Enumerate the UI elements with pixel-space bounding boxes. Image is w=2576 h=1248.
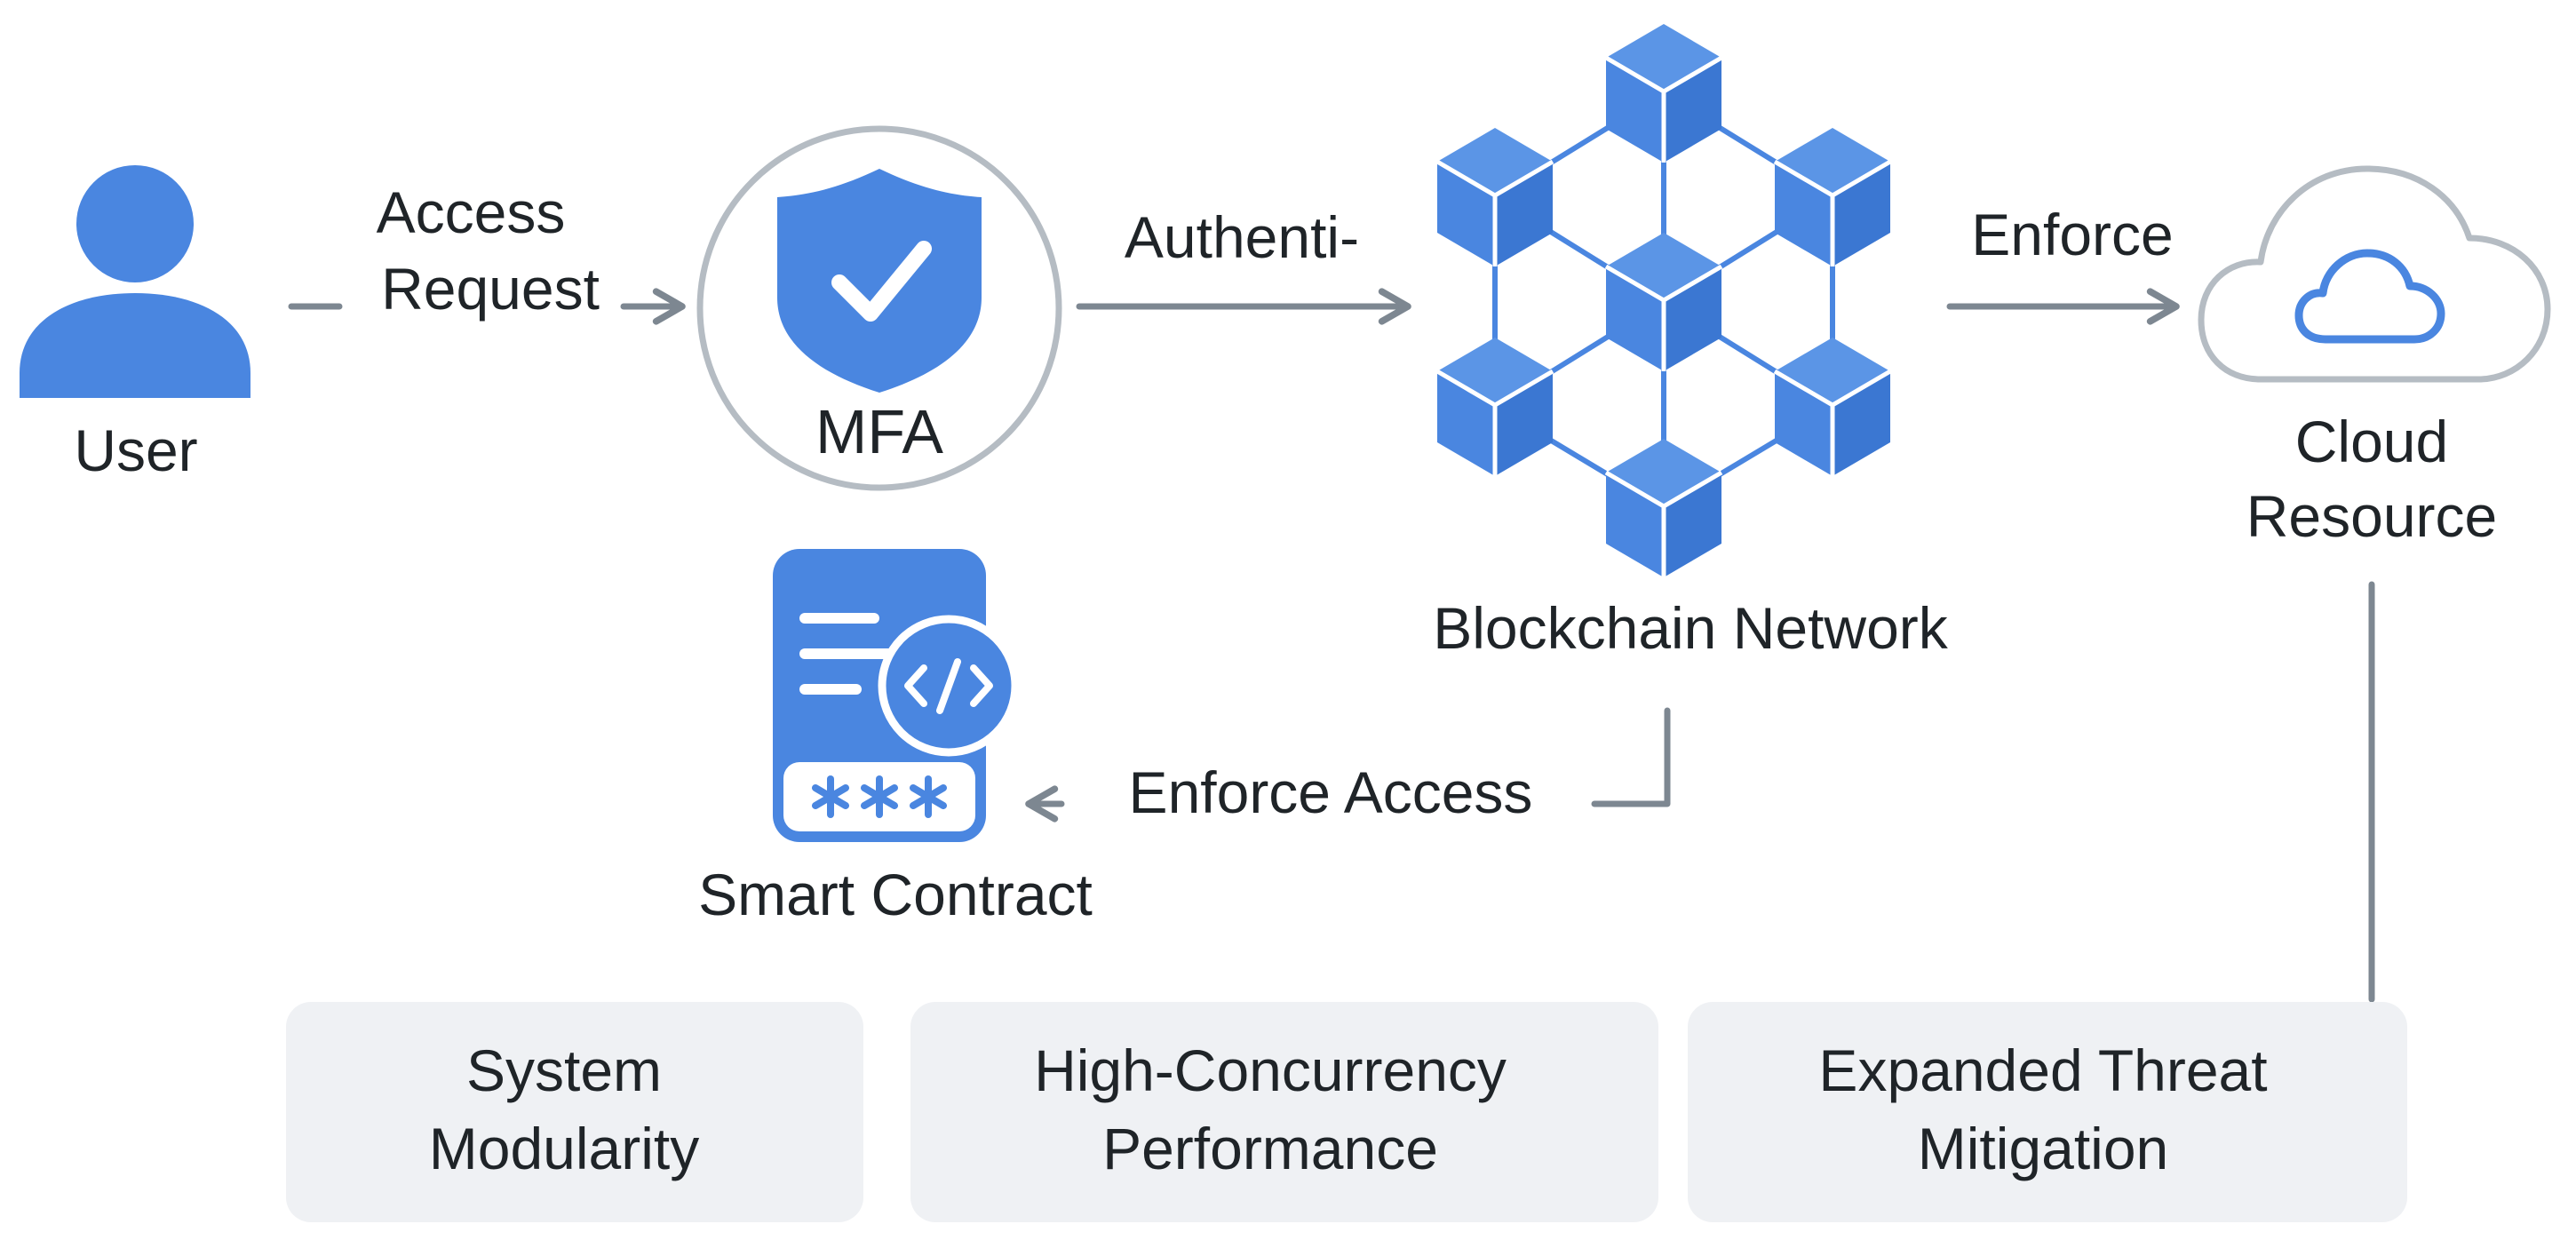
blockchain-cubes-icon (1435, 24, 1892, 577)
benefit-box-expanded-threat-mitigation: Expanded Threat Mitigation (1688, 1002, 2407, 1222)
access-request-label-line1: Access (377, 179, 566, 245)
block-cube-upper-left (1435, 128, 1554, 266)
block-cube-center (1604, 233, 1723, 371)
smart-contract-node: Smart Contract (698, 549, 1093, 927)
enforce-access-edge: Enforce Access (1025, 707, 1671, 825)
mfa-node: MFA (696, 125, 1062, 491)
access-request-edge: Access Request (288, 179, 686, 325)
shield-check-icon (777, 169, 982, 393)
enforce-edge: Enforce (1946, 202, 2180, 325)
access-request-label-line2: Request (381, 256, 600, 322)
benefit-box-system-modularity: System Modularity (286, 1002, 863, 1222)
user-node: User (20, 165, 250, 483)
block-cube-lower-right (1773, 338, 1892, 476)
enforce-label: Enforce (1971, 202, 2173, 267)
authenticate-label: Authenti- (1125, 204, 1359, 270)
cloud-outline (2198, 165, 2551, 383)
cloud-node: Cloud Resource (2198, 165, 2551, 549)
enforce-access-label: Enforce Access (1129, 759, 1533, 825)
block-cube-upper-right (1773, 128, 1892, 266)
block-cube-lower-left (1435, 338, 1554, 476)
benefit-label-line1: Expanded Threat (1818, 1037, 2267, 1103)
benefit-box-high-concurrency: High-Concurrency Performance (910, 1002, 1658, 1222)
authenticate-edge: Authenti- (1076, 204, 1411, 325)
block-cube-bottom (1604, 439, 1723, 577)
user-label: User (74, 417, 197, 483)
cloud-icon (2294, 249, 2445, 344)
benefit-label-line2: Performance (1102, 1116, 1438, 1181)
asterisk-icons (812, 775, 947, 818)
blockchain-node: Blockchain Network (1433, 24, 1949, 661)
benefit-label-line1: System (466, 1037, 662, 1103)
smart-contract-document-icon (773, 549, 1020, 842)
benefit-label-line2: Mitigation (1918, 1116, 2168, 1181)
blockchain-label: Blockchain Network (1433, 595, 1949, 661)
benefit-label-line1: High-Concurrency (1034, 1037, 1507, 1103)
benefit-label-line2: Modularity (429, 1116, 699, 1181)
cloud-label-line1: Cloud (2295, 409, 2448, 474)
enforce-access-connector (1591, 707, 1671, 807)
user-icon (20, 165, 250, 398)
mfa-label: MFA (815, 397, 943, 466)
smart-contract-label: Smart Contract (698, 862, 1093, 927)
cloud-label-line2: Resource (2246, 483, 2497, 549)
block-cube-top (1604, 24, 1723, 163)
